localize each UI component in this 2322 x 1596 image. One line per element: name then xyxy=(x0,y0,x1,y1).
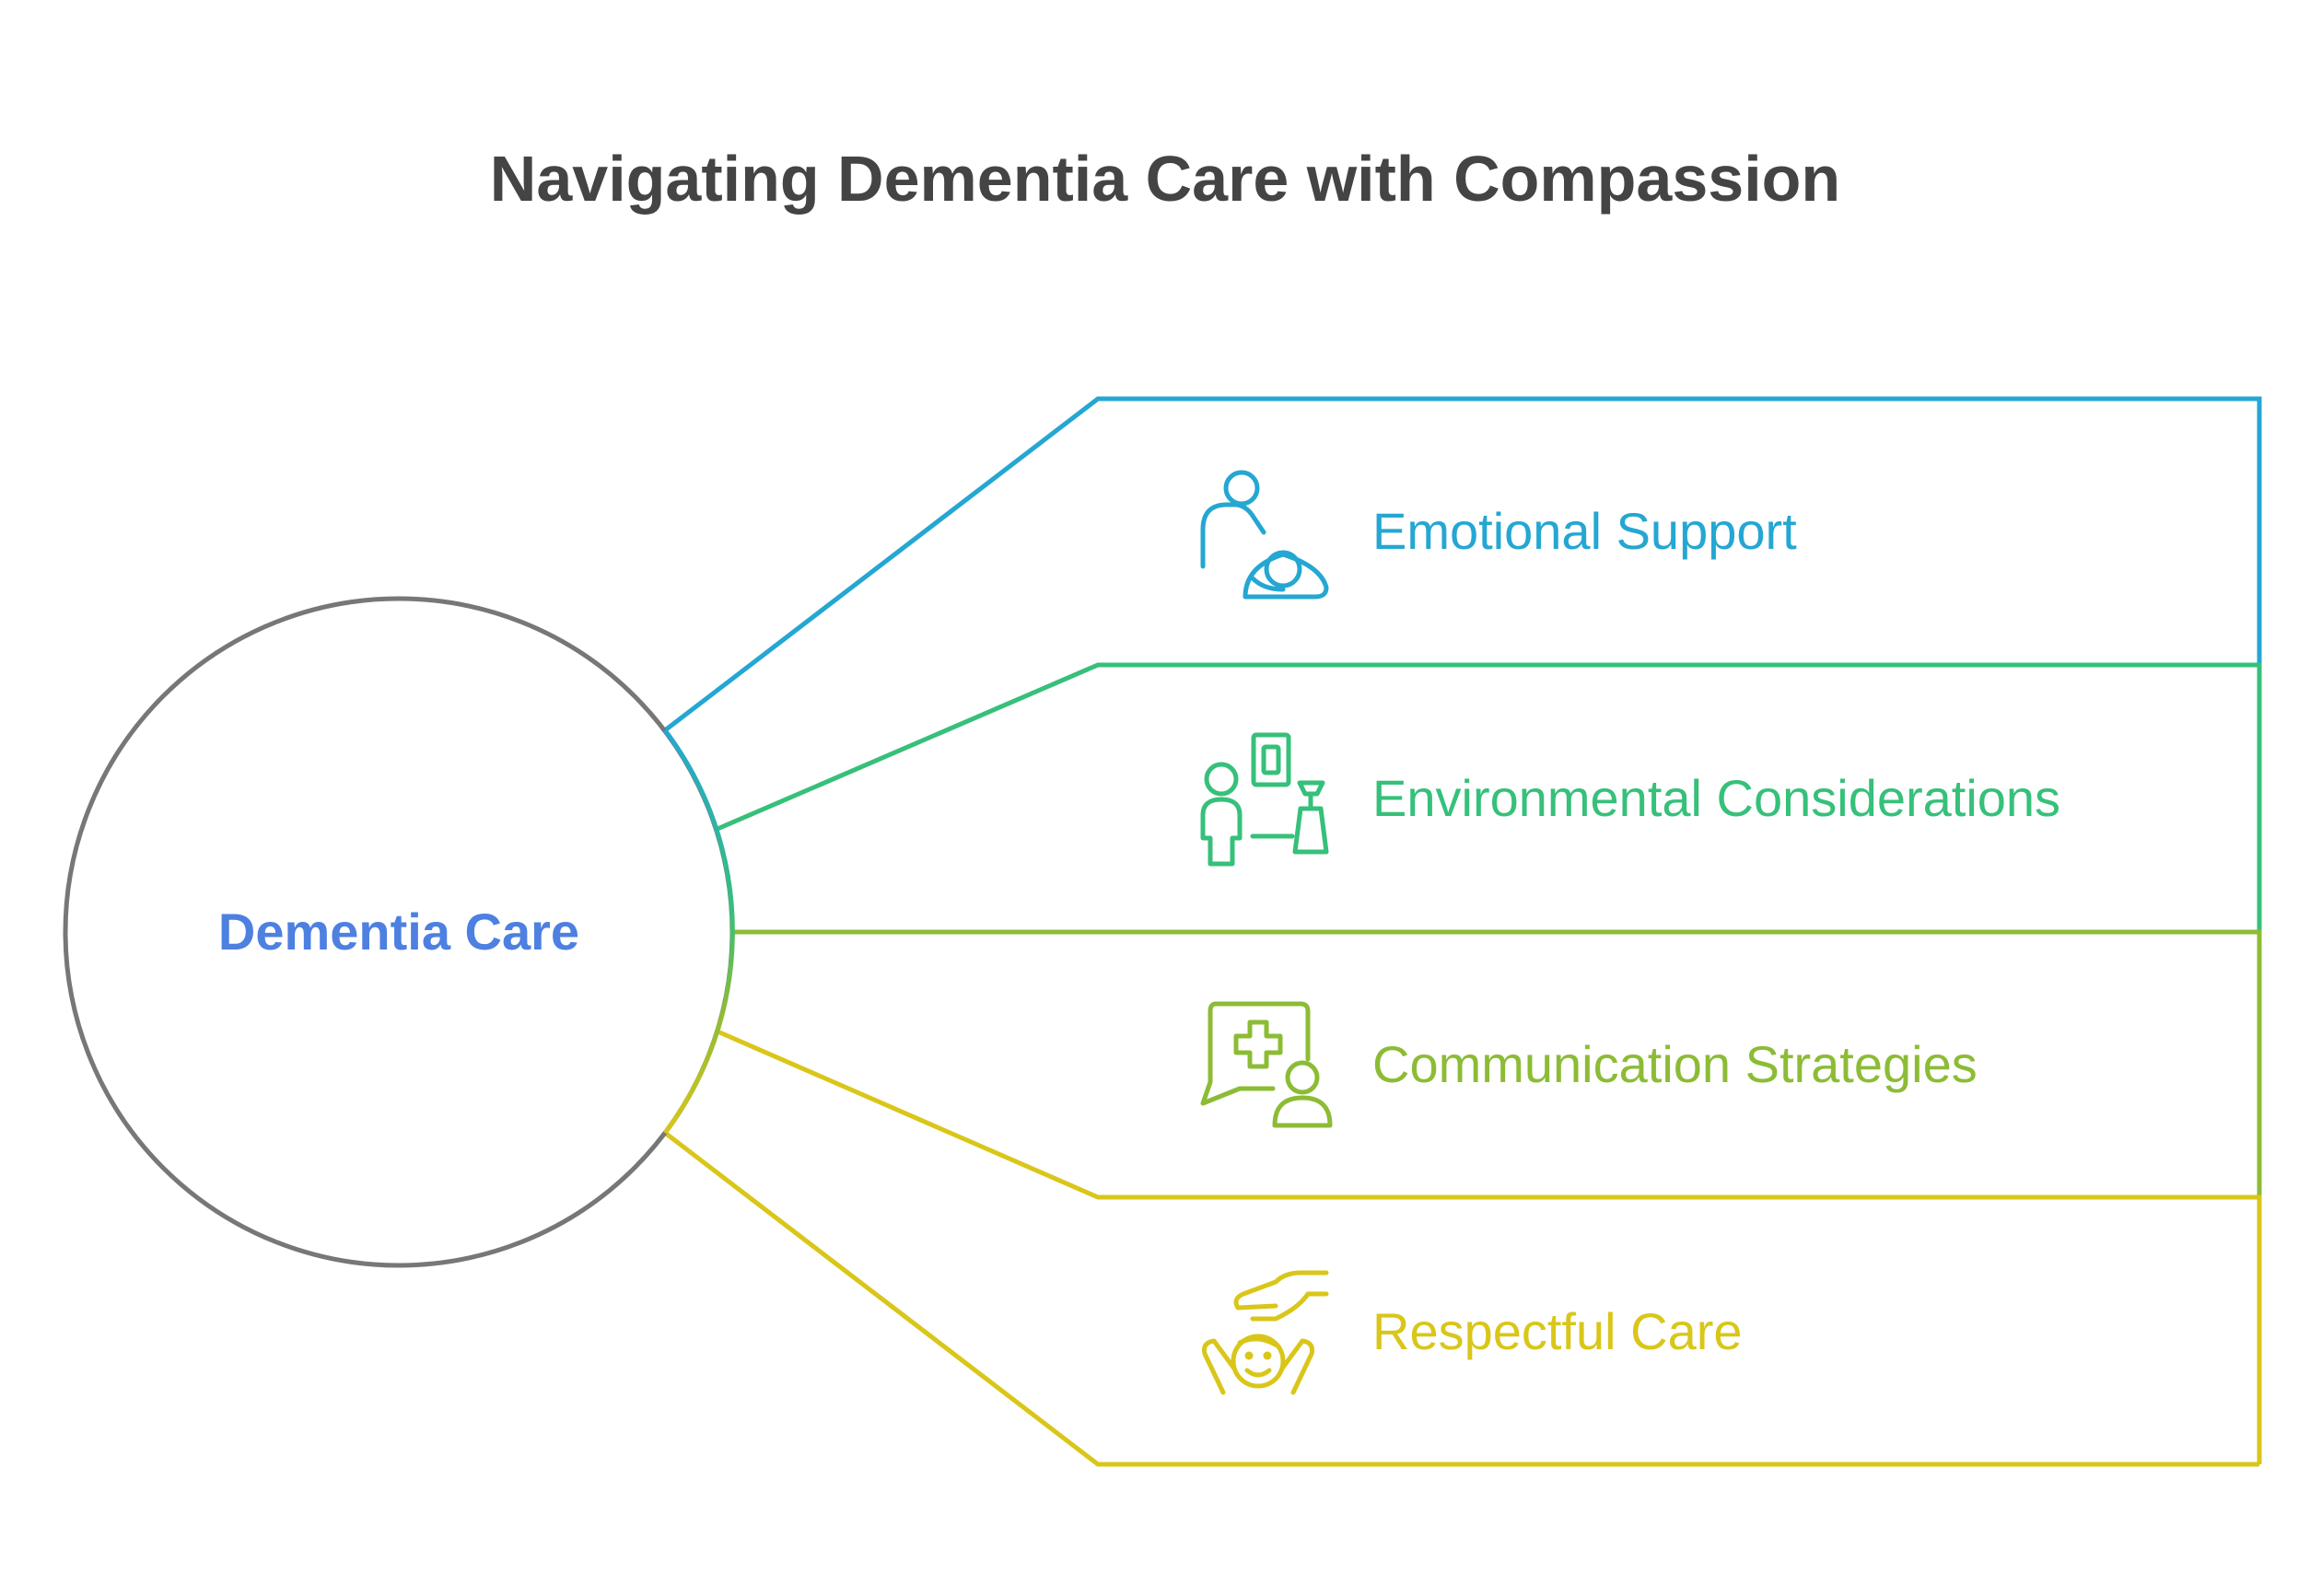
hand-over-child-icon xyxy=(1202,1270,1329,1395)
branch-outline-communication-strategies xyxy=(733,929,2262,1197)
branch-blocks xyxy=(663,396,2262,1467)
branch-outline-respectful-care xyxy=(717,1029,2262,1464)
caregiver-holding-child-icon xyxy=(1200,470,1329,600)
center-label: Dementia Care xyxy=(218,903,579,961)
diagram-title: Navigating Dementia Care with Compassion xyxy=(490,143,1840,215)
branch-label-environmental-considerations: Environmental Considerations xyxy=(1372,769,2060,827)
branch-outline-respectful-care-bottom xyxy=(663,1131,2259,1467)
branch-label-emotional-support: Emotional Support xyxy=(1372,502,1797,560)
branch-label-communication-strategies: Communication Strategies xyxy=(1372,1035,1978,1093)
medical-chat-person-icon xyxy=(1200,1001,1333,1128)
branch-outline-emotional-support xyxy=(663,396,2262,732)
branch-outline-environmental-considerations xyxy=(717,662,2262,932)
person-room-furniture-icon xyxy=(1200,732,1329,867)
branch-label-respectful-care: Respectful Care xyxy=(1372,1302,1743,1360)
center-circle-colored-arc xyxy=(663,728,735,1135)
